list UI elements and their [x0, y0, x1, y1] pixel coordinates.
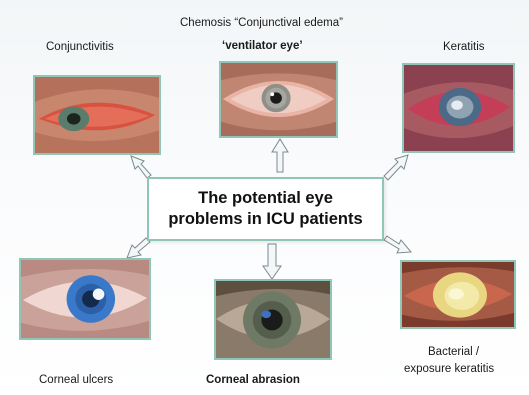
arrow-to-keratitis [384, 155, 408, 180]
label-chemosis: Chemosis “Conjunctival edema” [180, 16, 343, 30]
label-keratitis: Keratitis [443, 40, 485, 54]
photo-chemosis [219, 61, 338, 138]
arrow-to-corneal-abrasion [263, 244, 281, 279]
arrow-to-corneal-ulcers [127, 238, 150, 258]
label-ventilator-eye: ‘ventilator eye’ [222, 39, 303, 53]
photo-corneal-ulcers [19, 258, 151, 340]
photo-bacterial-keratitis [400, 260, 516, 329]
photo-keratitis [402, 63, 515, 153]
center-title-box: The potential eye problems in ICU patien… [147, 177, 384, 241]
label-corneal-abrasion: Corneal abrasion [206, 373, 300, 387]
center-title-line1: The potential eye [198, 188, 333, 209]
label-bacterial-keratitis-2: exposure keratitis [404, 362, 494, 376]
photo-corneal-abrasion [214, 279, 332, 360]
arrow-to-chemosis [272, 139, 288, 172]
label-bacterial-keratitis-1: Bacterial / [428, 345, 479, 359]
center-title-line2: problems in ICU patients [168, 209, 362, 230]
arrow-to-bacterial-keratitis [384, 236, 411, 253]
photo-conjunctivitis [33, 75, 161, 155]
label-corneal-ulcers: Corneal ulcers [39, 373, 113, 387]
arrow-to-conjunctivitis [131, 156, 151, 178]
label-conjunctivitis: Conjunctivitis [46, 40, 114, 54]
